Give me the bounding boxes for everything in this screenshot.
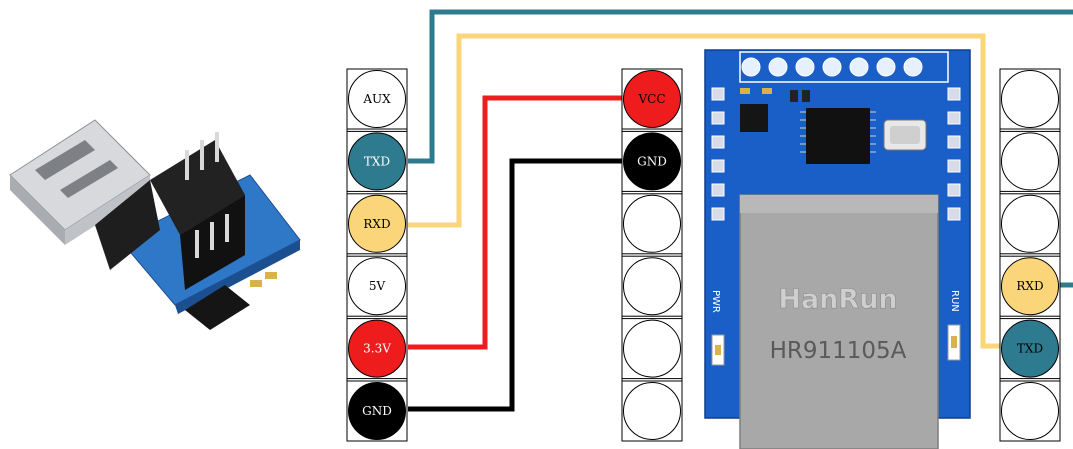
wire-rxd	[408, 33, 1000, 349]
wire-txd	[408, 9, 1073, 164]
pwr-label: PWR	[710, 290, 721, 313]
module-right-pin-empty	[1001, 194, 1059, 253]
usb-pin-label: 3.3V	[363, 342, 391, 356]
module-right-pin-empty	[1001, 382, 1059, 440]
wire-vcc	[408, 95, 623, 350]
rj45-jack	[739, 194, 939, 449]
wire-gnd	[408, 158, 623, 412]
jack-part-number: HR911105A	[770, 338, 907, 364]
module-left-pin-gnd	[623, 132, 681, 191]
module-left-pin-empty	[623, 319, 681, 378]
usb-pin-label: RXD	[363, 217, 390, 231]
module-left-pin-label: VCC	[637, 92, 665, 106]
usb-pin-rxd	[348, 194, 406, 253]
ethernet-module: HanRun HR911105A PWR RUN	[704, 49, 971, 449]
module-right-pin-empty	[1001, 70, 1059, 128]
usb-adapter-header: AUX TXD RXD 5V 3.3V GND	[346, 68, 408, 442]
module-left-pin-vcc	[623, 70, 681, 128]
module-right-pin-empty	[1001, 132, 1059, 191]
module-left-header: VCC GND	[621, 68, 683, 442]
usb-adapter-image	[9, 119, 301, 330]
usb-pin-label: GND	[362, 404, 392, 418]
run-label: RUN	[949, 290, 960, 312]
module-left-pin-label: GND	[637, 154, 667, 168]
usb-pin-3-3v	[348, 319, 406, 378]
module-right-pin-rxd	[1001, 257, 1059, 316]
usb-pin-aux	[348, 70, 406, 128]
usb-pin-label: 5V	[369, 279, 386, 293]
usb-pin-label: AUX	[362, 92, 391, 106]
module-right-pin-label: TXD	[1017, 342, 1043, 356]
module-left-pin-empty	[623, 382, 681, 440]
module-right-pin-txd	[1001, 319, 1059, 378]
usb-pin-txd	[348, 132, 406, 191]
module-left-pin-empty	[623, 194, 681, 253]
usb-pin-5v	[348, 257, 406, 316]
module-left-pin-empty	[623, 257, 681, 316]
module-right-header: RXD TXD	[999, 68, 1061, 442]
wires	[408, 9, 1073, 412]
usb-pin-gnd	[348, 382, 406, 440]
usb-pin-label: TXD	[364, 154, 390, 168]
module-right-pin-label: RXD	[1016, 279, 1043, 293]
jack-brand: HanRun	[778, 284, 897, 315]
